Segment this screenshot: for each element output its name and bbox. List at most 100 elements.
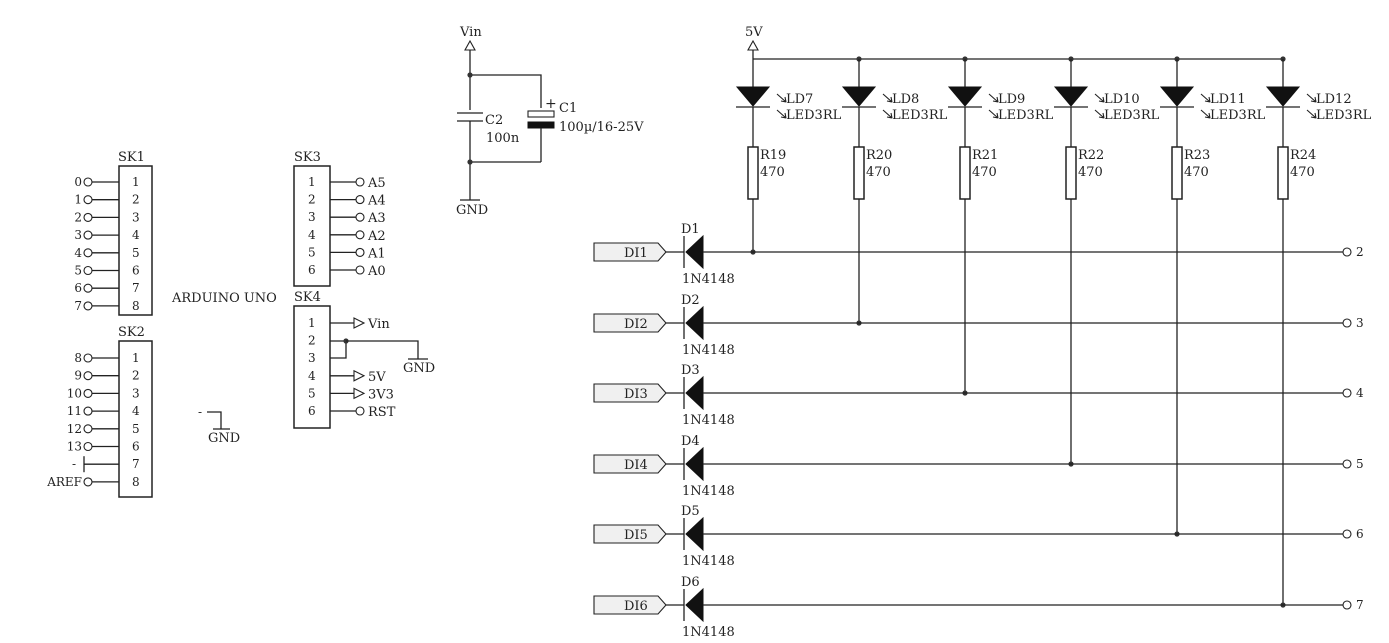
led-triangle [1159,86,1195,107]
resistor-ref: R21 [972,148,998,163]
sk4-net-label: 3V3 [368,387,394,402]
c1-plus-sign: + [545,96,557,112]
supply-gnd-label: GND [456,203,488,218]
input-port-label: DI5 [624,528,648,543]
resistor-body [1171,146,1183,200]
diode-ref: D4 [681,434,700,449]
sk2-net-label: - [72,457,76,471]
input-rows: DI1D11N41482DI2D21N41483DI3D31N41484DI4D… [593,222,1364,640]
sk2-net-label: 13 [67,440,82,454]
sk2-pin-terminal [83,406,93,416]
led-type: LED3RL [998,108,1054,123]
output-terminal [1342,388,1352,398]
c1-plate-minus [527,121,555,129]
resistor-body [1277,146,1289,200]
input-port-label: DI6 [624,599,648,614]
diode-ref: D6 [681,575,700,590]
sk3-net-label: A1 [367,246,386,261]
sk3-net-label: A5 [367,176,386,191]
sk3-pin-terminal [355,212,365,222]
diode-triangle [685,587,704,623]
sk4-port-arrow [353,387,366,400]
sk4-port-arrow [353,369,366,382]
sk4-pin-number: 3 [308,351,316,365]
led-columns: LD7LED3RLR19470LD8LED3RLR20470LD9LED3RLR… [735,56,1372,608]
led-type: LED3RL [892,108,948,123]
input-port-label: DI2 [624,317,648,332]
led-light-arrow [882,93,893,103]
led-triangle [735,86,771,107]
input-port-flag [593,524,667,544]
sk3-pin-number: 1 [308,175,316,189]
resistor-body [959,146,971,200]
sk3-pin-number: 5 [308,245,316,259]
sk2-pin-terminal [83,371,93,381]
input-port-flag [593,454,667,474]
sk4-pin-number: 2 [308,334,316,348]
led-type: LED3RL [1210,108,1266,123]
sk2-net-label: 10 [67,386,82,400]
supply-decoupling: Vin C2 100n + C1 100µ/16-25V GND [456,25,644,218]
sk4-net-label: RST [368,405,396,420]
led-light-arrow [776,93,787,103]
led-ref: LD8 [892,92,919,107]
sk1-pin-number: 2 [132,193,140,207]
sk2-pin-terminal [83,353,93,363]
led-ref: LD11 [1210,92,1246,107]
led-light-arrow [1200,93,1211,103]
sk1-net-label: 3 [74,228,82,242]
output-pin-label: 6 [1356,527,1364,541]
sk1-net-label: 7 [74,299,82,313]
resistor-value: 470 [1078,165,1103,180]
cap-bottom-junction [467,159,473,165]
sk4-gnd-bridge [330,340,347,359]
output-pin-label: 4 [1356,386,1364,400]
led-light-arrow [1094,109,1105,119]
arduino-title: ARDUINO UNO [171,291,277,306]
sk1-pin-number: 1 [132,175,140,189]
sk2-pin-number: 7 [132,457,140,471]
sk3-pin-terminal [355,247,365,257]
sk4-gnd-label: GND [403,361,435,376]
sk3-net-label: A4 [367,194,386,209]
led-triangle [1265,86,1301,107]
input-port-flag [593,595,667,615]
vin-arrow-symbol [464,39,476,51]
sk2-net-label: 8 [74,351,82,365]
sk3-pin-terminal [355,177,365,187]
resistor-value: 470 [1184,165,1209,180]
sk2-pin-terminal [83,424,93,434]
c2-ref: C2 [485,113,503,128]
resistor-value: 470 [972,165,997,180]
loose-gnd-label: GND [208,431,240,446]
sk1-pin-terminal [83,248,93,258]
sk1-net-label: 4 [74,246,82,260]
resistor-ref: R20 [866,148,892,163]
sk1-pin-number: 4 [132,228,140,242]
sk4-port-arrow [353,317,366,329]
diode-triangle [685,516,704,552]
sk2-body [118,340,153,498]
loose-gnd-mark: - [198,405,202,419]
sk1-pin-terminal [83,301,93,311]
diode-ref: D3 [681,363,700,378]
led-ref: LD12 [1316,92,1352,107]
input-port-flag [593,313,667,333]
sk3-pin-terminal [355,265,365,275]
sk2-pin-number: 6 [132,440,140,454]
resistor-ref: R19 [760,148,786,163]
sk3-body [293,165,331,287]
diode-triangle [685,446,704,482]
sk3-ref: SK3 [294,150,321,165]
sk1-net-label: 6 [74,281,82,295]
output-pin-label: 5 [1356,457,1364,471]
led-light-arrow [988,109,999,119]
sk2-pin-terminal [83,388,93,398]
sk2-pin-number: 5 [132,422,140,436]
diode-part: 1N4148 [682,343,735,358]
sk3-net-label: A0 [367,264,386,279]
sk2-net-label: 12 [67,422,82,436]
resistor-value: 470 [1290,165,1315,180]
